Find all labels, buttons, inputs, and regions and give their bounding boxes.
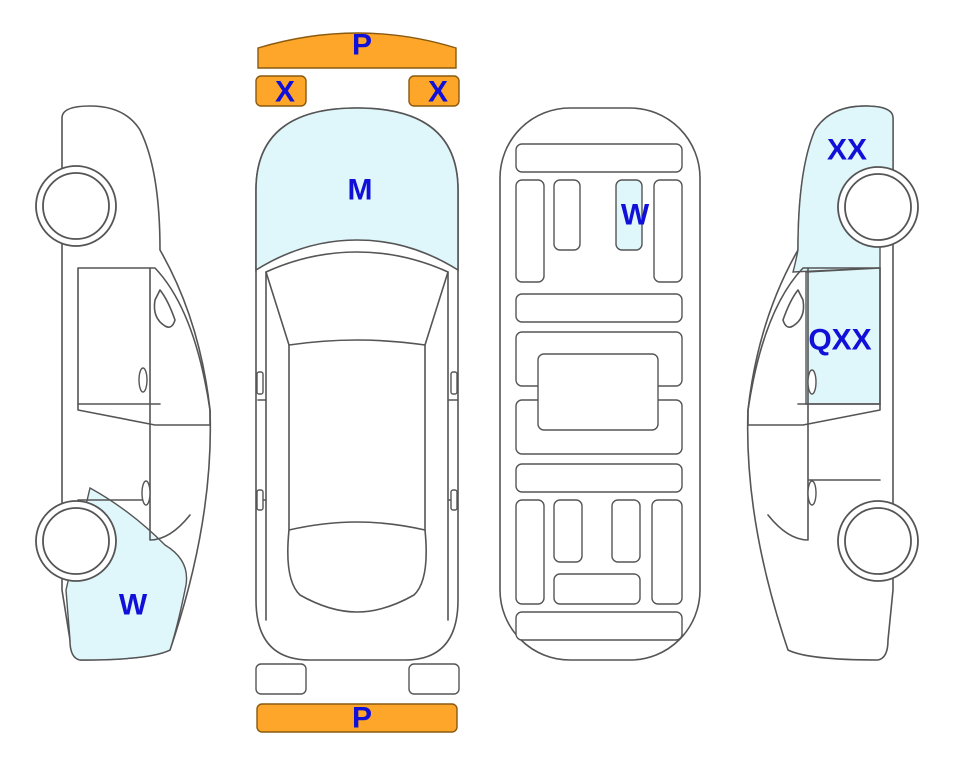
rear-left-seat bbox=[553, 499, 583, 563]
rear-center-seat bbox=[553, 573, 641, 605]
rear-right-seat bbox=[611, 499, 641, 563]
interior-seat-label: W bbox=[621, 199, 650, 232]
front-right-seat[interactable] bbox=[615, 179, 643, 251]
right-rear-handle bbox=[807, 480, 817, 506]
rear-bumper[interactable] bbox=[256, 703, 458, 733]
top-left-side-line bbox=[265, 271, 449, 621]
front-bumper[interactable] bbox=[257, 32, 457, 69]
left-side-view bbox=[35, 105, 212, 661]
front-left-light[interactable] bbox=[255, 75, 307, 107]
interior-view bbox=[499, 107, 701, 661]
front-right-door-trim bbox=[653, 179, 683, 283]
right-rear-wheel-inner bbox=[844, 507, 912, 575]
front-bumper-label: P bbox=[352, 29, 372, 62]
right-door-split bbox=[767, 267, 881, 541]
left-door-split bbox=[77, 267, 191, 541]
rear-right-door-trim bbox=[651, 499, 683, 605]
front-left-light-label: X bbox=[275, 76, 295, 109]
front-left-seat bbox=[553, 179, 581, 251]
left-rear-quarter-label: W bbox=[119, 589, 148, 622]
front-bench bbox=[515, 293, 683, 323]
front-right-light-label: X bbox=[428, 76, 448, 109]
rear-left-door-trim bbox=[515, 499, 545, 605]
top-left-door-line bbox=[257, 399, 458, 501]
top-right-handle bbox=[450, 489, 458, 511]
rear-left-light[interactable] bbox=[255, 663, 307, 695]
right-front-wheel-inner bbox=[844, 173, 912, 241]
right-front-fender-label: XX bbox=[827, 134, 867, 167]
hood-panel[interactable] bbox=[255, 107, 459, 272]
rear-right-light[interactable] bbox=[408, 663, 460, 695]
right-side-view bbox=[746, 105, 919, 661]
right-rear-window bbox=[782, 289, 805, 328]
top-left-mirror bbox=[256, 371, 264, 395]
left-front-handle bbox=[138, 367, 148, 393]
rear-bumper-label: P bbox=[352, 702, 372, 735]
rear-bench bbox=[515, 463, 683, 493]
center-console bbox=[537, 353, 659, 431]
trunk-panel bbox=[515, 611, 683, 641]
top-right-mirror bbox=[450, 371, 458, 395]
top-left-handle bbox=[256, 489, 264, 511]
roof bbox=[288, 344, 426, 531]
left-rear-handle bbox=[141, 480, 151, 506]
left-rear-wheel-inner bbox=[42, 507, 110, 575]
top-view bbox=[255, 32, 460, 733]
front-right-light[interactable] bbox=[408, 75, 460, 107]
right-front-handle bbox=[807, 369, 817, 395]
left-front-wheel-inner bbox=[42, 172, 110, 240]
rear-window bbox=[287, 529, 427, 613]
left-rear-window bbox=[153, 289, 176, 328]
right-window-frame bbox=[747, 267, 881, 426]
dashboard bbox=[515, 143, 683, 173]
front-left-door-trim bbox=[515, 179, 545, 283]
hood-label: M bbox=[348, 174, 373, 207]
right-front-door-label: QXX bbox=[808, 324, 871, 357]
left-window-frame bbox=[77, 267, 211, 426]
damage-labels: P X X M W W XX QXX P bbox=[119, 29, 872, 735]
